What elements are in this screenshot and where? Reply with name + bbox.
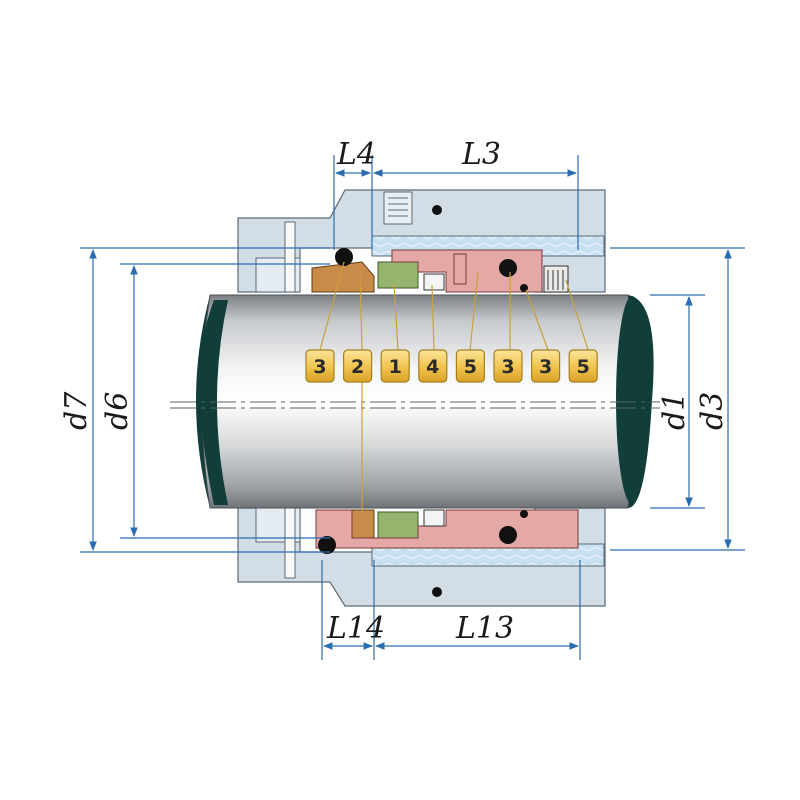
dimension-lines	[80, 155, 745, 660]
leader-lines	[319, 261, 589, 515]
part-badge-number: 3	[501, 356, 514, 378]
housing-oring-bottom	[432, 587, 442, 597]
dim-label-d3: d3	[695, 392, 730, 430]
part-badge-box	[380, 349, 410, 383]
oring-holder-top	[499, 259, 517, 277]
part-badge-box	[455, 349, 485, 383]
drive-pin	[453, 253, 467, 285]
face-ring-bottom	[377, 511, 419, 539]
port-fitting	[383, 191, 413, 225]
part-badge-number: 2	[351, 356, 364, 378]
part-badge-box	[418, 349, 448, 383]
part-badge-6: 3	[493, 349, 523, 383]
seat-top	[311, 261, 375, 293]
dim-label-L14: L14	[326, 611, 385, 646]
part-badge-number: 5	[464, 356, 477, 378]
dim-label-L13: L13	[455, 611, 514, 646]
part-badges: 3 2 1 4 5 3 3 5	[305, 349, 598, 383]
part-badge-number: 3	[313, 356, 326, 378]
part-badge-4: 4	[418, 349, 448, 383]
part-badge-box	[568, 349, 598, 383]
part-badge-3: 1	[380, 349, 410, 383]
part-badge-5: 5	[455, 349, 485, 383]
part-badge-box	[343, 349, 373, 383]
seal-components	[311, 248, 579, 554]
oring-seat-top	[335, 248, 353, 266]
housing-oring-top	[432, 205, 442, 215]
pin-bottom	[284, 507, 296, 579]
part-badge-8: 5	[568, 349, 598, 383]
part-badge-number: 5	[577, 356, 590, 378]
part-badge-number: 1	[389, 356, 402, 378]
dim-label-L3: L3	[461, 137, 501, 172]
face-ring-top	[377, 261, 419, 289]
part-badge-box	[530, 349, 561, 383]
shaft-end-cap	[616, 296, 648, 504]
dim-label-d7: d7	[59, 391, 94, 430]
shaft	[170, 294, 660, 509]
part-badge-2: 2	[343, 349, 373, 383]
part-badge-number: 3	[539, 356, 552, 378]
part-badge-box	[305, 349, 335, 383]
pin-top	[284, 221, 296, 293]
dim-label-d6: d6	[100, 392, 135, 430]
oring-seat-bottom	[318, 536, 336, 554]
spring-bottom	[423, 509, 445, 527]
oring-holder-bottom	[499, 526, 517, 544]
dimension-labels: L4 L3 L14 L13 d7 d6 d1 d3	[59, 137, 730, 646]
part-badge-7: 3	[530, 349, 561, 383]
seat-bottom	[351, 509, 375, 539]
dim-label-d1: d1	[657, 392, 692, 430]
part-badge-box	[493, 349, 523, 383]
part-badge-1: 3	[305, 349, 335, 383]
part-badge-number: 4	[426, 356, 439, 378]
oring-small-bottom	[520, 510, 528, 518]
spring-top	[423, 273, 445, 291]
housing	[237, 189, 606, 607]
dim-label-L4: L4	[336, 137, 376, 172]
